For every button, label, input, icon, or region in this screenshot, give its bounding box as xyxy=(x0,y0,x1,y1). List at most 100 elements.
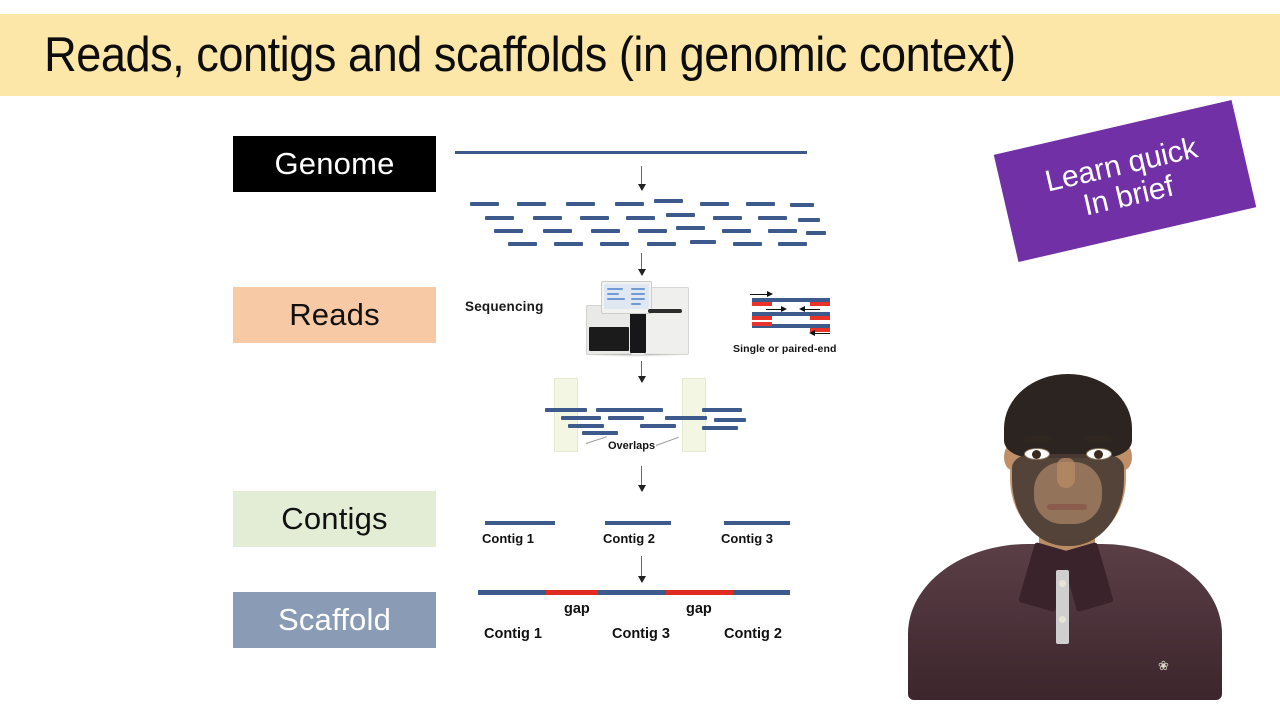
fragment-segment xyxy=(768,229,797,233)
scaffold-gap-2 xyxy=(666,590,733,595)
scaffold-caption-3: Contig 2 xyxy=(724,626,782,642)
presenter-photo: ❀ xyxy=(900,358,1230,700)
arrow-sequencing-to-overlaps xyxy=(637,361,646,383)
paired-end-read-marker xyxy=(810,328,830,332)
fragment-segment xyxy=(554,242,583,246)
presenter-iris-left xyxy=(1032,450,1041,459)
stage-label-genome-text: Genome xyxy=(274,146,395,181)
fragment-segment xyxy=(746,202,775,206)
stage-label-reads-text: Reads xyxy=(289,297,380,332)
fragment-segment xyxy=(591,229,620,233)
overlap-read-segment xyxy=(561,416,601,420)
contig-bar-1 xyxy=(485,521,555,525)
overlap-read-segment xyxy=(545,408,587,412)
presenter-hair xyxy=(1004,374,1132,458)
paired-end-read-marker xyxy=(810,302,830,306)
arrow-fragments-to-sequencing xyxy=(637,253,646,276)
overlap-read-segment xyxy=(608,416,644,420)
paired-end-strand xyxy=(752,298,830,302)
paired-end-caption: Single or paired-end xyxy=(733,343,837,355)
overlap-highlight-box xyxy=(554,378,578,452)
machine-left-body xyxy=(586,305,632,355)
fragment-segment xyxy=(722,229,751,233)
stage-label-scaffold: Scaffold xyxy=(233,592,436,648)
overlap-read-segment xyxy=(640,424,676,428)
overlaps-leader-right xyxy=(655,436,679,446)
fragment-segment xyxy=(790,203,814,207)
arrow-contigs-to-scaffold xyxy=(637,556,646,583)
fragment-segment xyxy=(654,199,683,203)
machine-screen xyxy=(604,284,649,309)
overlap-read-segment xyxy=(714,418,746,422)
scaffold-segment-contig-2 xyxy=(733,590,790,595)
fragment-segment xyxy=(494,229,523,233)
fragment-segment xyxy=(626,216,655,220)
sequencer-machine-icon xyxy=(586,279,689,357)
fragment-segment xyxy=(615,202,644,206)
fragment-segment xyxy=(600,242,629,246)
stage-label-contigs: Contigs xyxy=(233,491,436,547)
paired-end-read-marker xyxy=(752,316,772,320)
contig-caption-1: Contig 1 xyxy=(482,531,534,546)
title-banner: Reads, contigs and scaffolds (in genomic… xyxy=(0,14,1280,96)
contig-caption-3: Contig 3 xyxy=(721,531,773,546)
fragment-segment xyxy=(798,218,820,222)
machine-slot xyxy=(648,309,682,313)
overlap-read-segment xyxy=(596,408,638,412)
fragment-segment xyxy=(690,240,716,244)
fragment-segment xyxy=(543,229,572,233)
contig-caption-2: Contig 2 xyxy=(603,531,655,546)
paired-end-read-marker xyxy=(752,302,772,306)
fragment-segment xyxy=(517,202,546,206)
fragment-segment xyxy=(470,202,499,206)
paired-end-arrow-reverse xyxy=(799,306,820,312)
presenter-eyebrow-right xyxy=(1084,436,1111,442)
gap-label-2: gap xyxy=(686,601,712,617)
fragment-segment xyxy=(485,216,514,220)
overlap-read-segment xyxy=(637,408,663,412)
machine-center-column xyxy=(630,283,646,353)
fragment-segment xyxy=(666,213,695,217)
fragment-segment xyxy=(778,242,807,246)
stage-label-contigs-text: Contigs xyxy=(281,501,388,536)
fragment-segment xyxy=(806,231,826,235)
paired-end-diagram xyxy=(746,291,836,336)
scaffold-segment-contig-1 xyxy=(478,590,546,595)
gap-label-1: gap xyxy=(564,601,590,617)
sequencing-label: Sequencing xyxy=(465,299,544,314)
scaffold-segment-contig-3 xyxy=(598,590,666,595)
presenter-bottom-crop xyxy=(900,700,1230,720)
overlap-read-segment xyxy=(665,416,707,420)
presenter-nose xyxy=(1057,458,1075,488)
stage-label-scaffold-text: Scaffold xyxy=(277,602,392,637)
paired-end-strand xyxy=(752,312,830,316)
overlap-highlight-box xyxy=(682,378,706,452)
fragment-segment xyxy=(647,242,676,246)
presenter-shirt-logo-icon: ❀ xyxy=(1158,658,1169,673)
fragment-segment xyxy=(758,216,787,220)
arrow-genome-to-fragments xyxy=(637,166,646,191)
paired-end-arrow-reverse xyxy=(809,330,830,336)
overlap-read-segment xyxy=(568,424,604,428)
paired-end-arrow-forward xyxy=(766,306,787,312)
learn-quick-badge: Learn quick In brief xyxy=(993,99,1257,263)
arrow-overlaps-to-contigs xyxy=(637,466,646,492)
machine-left-panel xyxy=(589,327,629,351)
fragment-segment xyxy=(580,216,609,220)
presenter-mouth xyxy=(1047,504,1087,510)
paired-end-strand xyxy=(752,324,830,328)
contig-bar-2 xyxy=(605,521,671,525)
overlaps-leader-left xyxy=(585,436,608,444)
scaffold-caption-1: Contig 1 xyxy=(484,626,542,642)
presenter-button xyxy=(1059,616,1066,623)
overlap-read-segment xyxy=(702,408,742,412)
stage-label-genome: Genome xyxy=(233,136,436,192)
machine-right-body xyxy=(644,287,689,355)
overlaps-label: Overlaps xyxy=(608,440,656,452)
fragment-segment xyxy=(638,229,667,233)
overlap-read-segment xyxy=(582,431,618,435)
overlap-read-segment xyxy=(702,426,738,430)
presenter-eye-right xyxy=(1086,448,1112,460)
paired-end-arrow-forward xyxy=(750,291,773,297)
